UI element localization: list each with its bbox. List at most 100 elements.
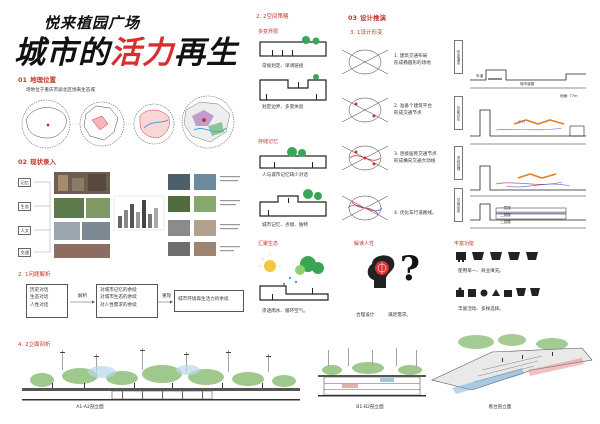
- title-part-c: 再生: [174, 35, 238, 71]
- title-line2: 城市的活力再生: [14, 38, 238, 69]
- strategy-heading: 2. 2空间策略: [256, 14, 289, 20]
- svg-text:?: ?: [400, 249, 420, 289]
- location-label: 地理位置: [30, 76, 57, 84]
- location-maps: [21, 95, 235, 149]
- strategy-s4-cap1: 合理设计: [356, 313, 375, 318]
- strategy-s3-diagram: [259, 253, 329, 301]
- design-label-ground: 地面: 77m: [560, 94, 578, 98]
- status-photo-grid: [54, 172, 110, 258]
- problem-right-text: 城市环境再生活力的余续: [178, 297, 229, 302]
- stack-level-2: [470, 109, 586, 145]
- design-label-floor2: 二层楼: [500, 213, 511, 217]
- strategy-s1-title: 多变界限: [258, 29, 279, 35]
- design-step-4: 4. 优化车行道路线。: [394, 210, 437, 216]
- design-vlabel-2: 功能分区: [454, 96, 463, 130]
- design-step-1-text: 1. 建筑交通布局 形成椭圆形的场地: [394, 54, 431, 66]
- location-num: 01: [18, 76, 28, 84]
- problem-arrow2: [158, 300, 173, 304]
- design-vlabel-3: 流线处理: [454, 146, 463, 180]
- elevation-c-caption: 看台剖立面: [488, 405, 512, 410]
- problem-mid-3: 对人性需求的余续: [100, 302, 137, 308]
- design-label-walk: 步行: [518, 120, 526, 124]
- stack-level-4: [470, 203, 586, 229]
- design-label-floor3: 三层楼: [500, 220, 511, 224]
- problem-arrow1-label: 解析: [78, 294, 88, 299]
- strategy-s2-diagram2: [259, 189, 327, 217]
- design-step-4-text: 4. 优化车行道路线。: [394, 211, 437, 216]
- strategy-s5-title: 丰富功能: [454, 241, 475, 247]
- map-site: [181, 95, 235, 149]
- strategy-s4-title: 解读人性: [354, 241, 375, 247]
- problem-heading: 2. 1问题解析: [18, 272, 51, 278]
- strategy-s1-diagram1: [259, 36, 327, 57]
- design-label-lane: 车道: [476, 74, 484, 78]
- strategy-s5-cap1: 使用单一、商业填充。: [458, 269, 504, 274]
- design-section-stack: [470, 69, 586, 229]
- map-chongqing: [79, 101, 125, 147]
- strategy-s1-cap1: 常规划定、单调链接: [262, 64, 304, 69]
- problem-left-3: 人性对话: [30, 302, 49, 308]
- problem-arrow2-label: 重现: [162, 294, 172, 299]
- status-photos-right: [168, 174, 216, 256]
- status-num: 02: [18, 158, 28, 166]
- strategy-s4-cap2: 满足需求。: [388, 313, 411, 318]
- title-line1: 悦来植园广场: [44, 14, 141, 32]
- design-label-floor1: 一层楼: [500, 206, 511, 210]
- strategy-s1-cap2: 划定边界、多变体验: [262, 105, 304, 110]
- design-step-2: 2. 准备个建筑平台 形成交通节点: [394, 104, 432, 118]
- stack-level-1: [470, 69, 586, 89]
- stack-level-3: [470, 165, 586, 197]
- strategy-s3-cap: 渗透雨水、循环空气。: [262, 309, 308, 314]
- problem-left-1: 历史对话: [30, 288, 49, 293]
- design-label: 设计推演: [360, 14, 387, 22]
- strategy-s2-diagram1: [259, 147, 327, 169]
- strategy-s3-title: 汇聚生态: [258, 241, 279, 247]
- problem-mid-2: 对城市生态的余续: [100, 295, 137, 301]
- elevation-heading: 4. 2立面剖析: [18, 342, 51, 348]
- strategy-s2-cap2: 城市记忆、点缀、独特: [262, 223, 308, 228]
- problem-left-2: 生态对话: [30, 295, 49, 301]
- strategy-s2-cap1: 人与城市记忆缺少对话: [262, 173, 308, 178]
- design-vlabel-4: 空间形态: [454, 188, 463, 222]
- strategy-s4-diagram: ?: [367, 249, 420, 289]
- problem-arrow1: [70, 300, 95, 304]
- design-label-road: 城市道路: [520, 82, 535, 86]
- design-morph-diagrams: [341, 49, 389, 221]
- status-tag-ecology: 生态: [18, 202, 32, 211]
- design-step-3: 3. 连接居民交通节点 形成横向交通大动线: [394, 152, 437, 166]
- status-mindmap: [34, 172, 240, 258]
- title-part-accent: 活力: [110, 35, 174, 71]
- map-district: [133, 103, 175, 145]
- design-num: 03: [348, 14, 358, 22]
- status-bar-chart: [113, 195, 165, 231]
- elevation-a-caption: A1-A2剖立面: [76, 405, 104, 410]
- elevation-section-a: [22, 348, 300, 401]
- status-tag-traffic: 交通: [18, 248, 32, 257]
- status-tag-humanity: 人文: [18, 226, 32, 235]
- problem-left-box: 历史对话 生态对话 人性对话: [26, 284, 68, 318]
- strategy-s5-icons-row2: [456, 287, 540, 297]
- strategy-s5-icons-row1: [456, 252, 538, 262]
- problem-right-box: 城市环境再生活力的余续: [174, 290, 244, 312]
- problem-mid-1: 对城市记忆的余续: [100, 288, 137, 293]
- strategy-s2-title: 存储记忆: [258, 139, 279, 145]
- map-china: [21, 99, 71, 149]
- elevation-section-b: [318, 348, 426, 397]
- status-notes: [220, 176, 240, 252]
- elevation-b-caption: B1-B2剖立面: [356, 405, 384, 410]
- location-desc: 场地位于重庆市渝北区悦来生态城: [26, 88, 95, 93]
- title-part-a: 城市的: [14, 35, 110, 71]
- design-vlabel-1: 形态演变: [454, 40, 463, 74]
- design-step-3-text: 3. 连接居民交通节点 形成横向交通大动线: [394, 152, 437, 164]
- strategy-s5-cap2: 丰富活动、多样选择。: [458, 307, 504, 312]
- problem-mid-box: 对城市记忆的余续 对城市生态的余续 对人性需求的余续: [96, 284, 158, 318]
- strategy-s1-diagram2: [259, 74, 327, 101]
- design-step-1: 1. 建筑交通布局 形成椭圆形的场地: [394, 54, 431, 68]
- status-label: 现状录入: [30, 158, 57, 166]
- elevation-section-c: [431, 334, 593, 394]
- status-tag-memory: 记忆: [18, 178, 32, 187]
- design-step-2-text: 2. 准备个建筑平台 形成交通节点: [394, 104, 433, 116]
